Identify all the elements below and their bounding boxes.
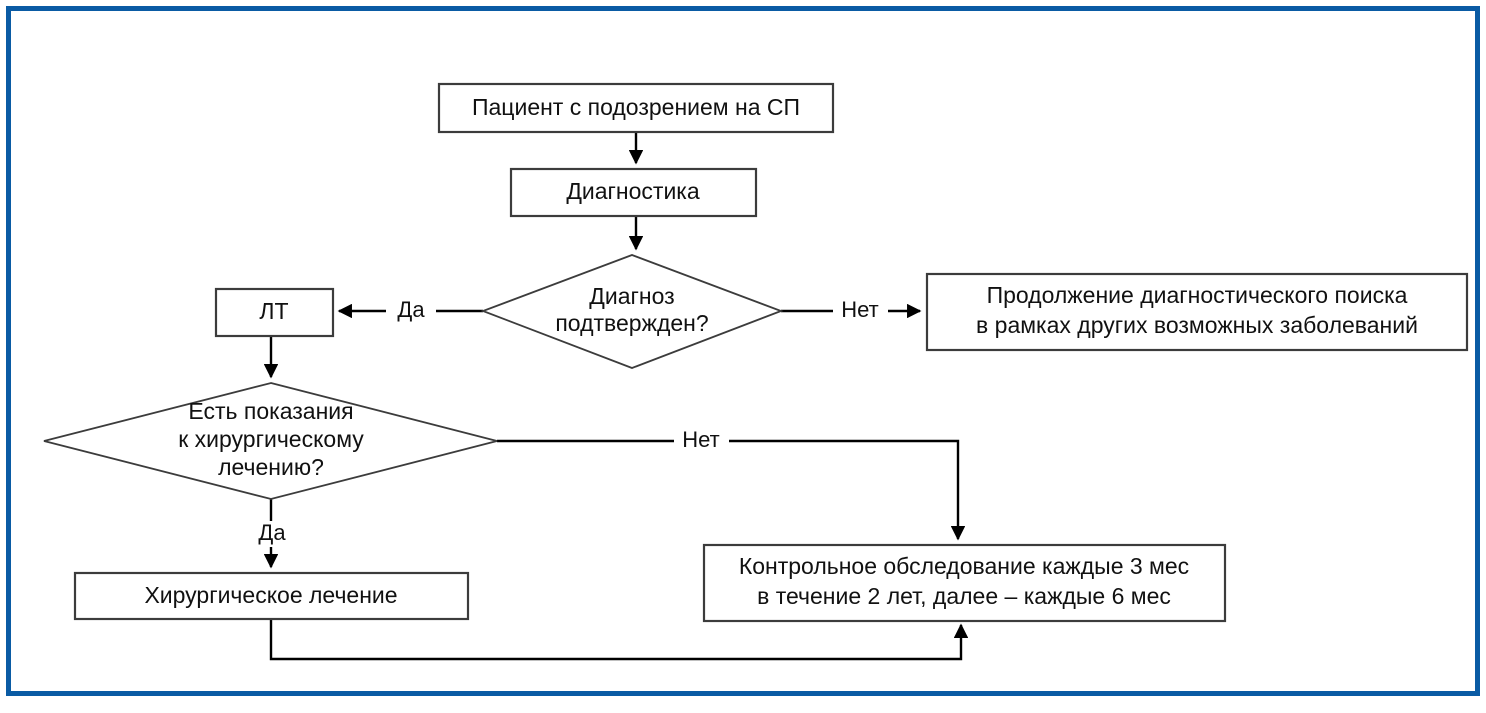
- node-surgery-indications-label-line3: лечению?: [218, 454, 324, 480]
- node-diagnostics-label: Диагностика: [566, 178, 700, 204]
- node-lt-box: [214, 287, 335, 338]
- node-diagnostics-box: [509, 167, 758, 218]
- edge-label-confirm-no: Нет: [841, 297, 878, 322]
- node-surgery-indications-label-line2: к хирургическому: [178, 426, 364, 452]
- node-surgery-indications-decision[interactable]: Есть показания к хирургическому лечению?: [43, 382, 498, 500]
- node-surgery-box: [73, 571, 470, 621]
- diagram-frame: Да Нет Да Нет Пациент с подозрением на С…: [6, 6, 1480, 696]
- edge-surgery-indications-no-to-followup: [497, 439, 966, 541]
- node-followup-box: [702, 543, 1227, 623]
- node-confirm-label-line1: Диагноз: [589, 283, 674, 309]
- node-lt[interactable]: ЛТ: [214, 287, 335, 338]
- node-confirm-diamond: [480, 254, 784, 369]
- edge-labels: Да Нет Да Нет: [247, 297, 888, 547]
- edge-surgery-to-followup: [269, 619, 969, 661]
- node-surgery-label: Хирургическое лечение: [144, 582, 397, 608]
- node-continue-search[interactable]: Продолжение диагностического поиска в ра…: [925, 272, 1469, 352]
- node-patient-box: [437, 82, 835, 134]
- edge-label-confirm-no-bg: [833, 298, 888, 324]
- edge-label-surgery-no: Нет: [682, 427, 719, 452]
- node-continue-search-label-line1: Продолжение диагностического поиска: [987, 282, 1408, 308]
- node-continue-search-box: [925, 272, 1469, 352]
- node-followup[interactable]: Контрольное обследование каждые 3 мес в …: [702, 543, 1227, 623]
- node-followup-label-line1: Контрольное обследование каждые 3 мес: [739, 553, 1189, 579]
- node-lt-label: ЛТ: [259, 298, 288, 324]
- node-surgery-indications-label-line1: Есть показания: [188, 398, 353, 424]
- node-patient-label: Пациент с подозрением на СП: [472, 94, 800, 120]
- edge-label-confirm-yes-bg: [386, 298, 436, 324]
- edge-label-confirm-yes: Да: [397, 297, 425, 322]
- node-followup-label-line2: в течение 2 лет, далее – каждые 6 мес: [757, 583, 1171, 609]
- flowchart-canvas: Да Нет Да Нет Пациент с подозрением на С…: [43, 82, 1469, 661]
- node-confirm-label-line2: подтвержден?: [555, 310, 708, 336]
- edge-label-surgery-yes-bg: [247, 521, 297, 547]
- edge-label-surgery-yes: Да: [258, 520, 286, 545]
- edge-label-surgery-no-bg: [674, 428, 729, 454]
- node-confirm-decision[interactable]: Диагноз подтвержден?: [480, 254, 784, 369]
- node-continue-search-label-line2: в рамках других возможных заболеваний: [976, 312, 1418, 338]
- node-patient[interactable]: Пациент с подозрением на СП: [437, 82, 835, 134]
- node-surgery-indications-diamond: [43, 382, 498, 500]
- node-diagnostics[interactable]: Диагностика: [509, 167, 758, 218]
- node-surgery[interactable]: Хирургическое лечение: [73, 571, 470, 621]
